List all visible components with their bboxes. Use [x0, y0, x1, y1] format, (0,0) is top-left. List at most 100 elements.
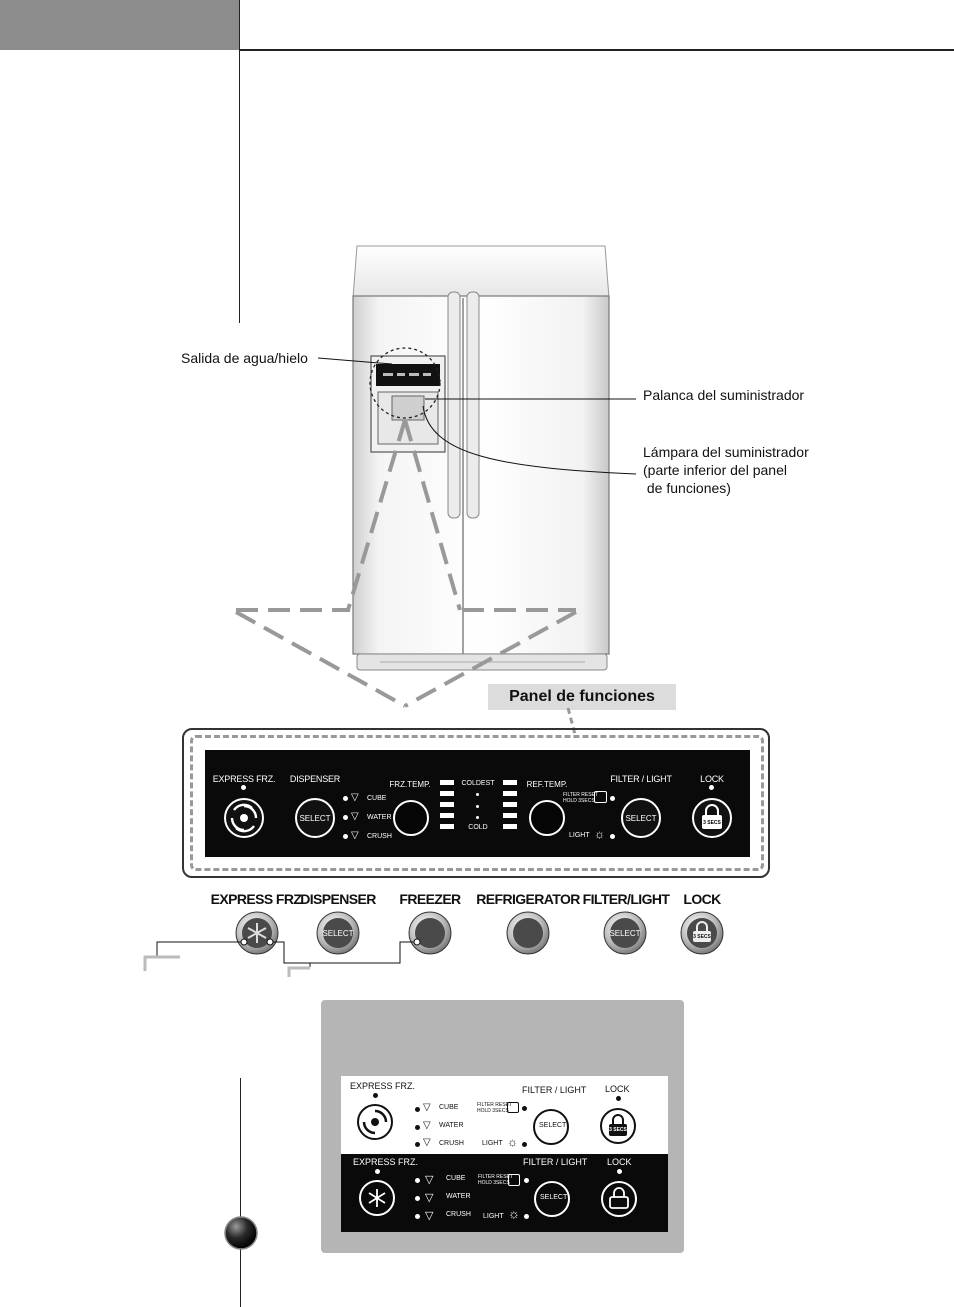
white-water-label: WATER: [439, 1122, 464, 1129]
filter-reset-line-1: FILTER RESET: [563, 792, 598, 798]
white-express-frz-button[interactable]: [355, 1102, 395, 1142]
lock-secs-text: 3 SECS: [693, 934, 711, 940]
temp-dot-2: [476, 805, 479, 808]
frz-temp-bar-3: [440, 802, 454, 807]
black-filter-light-select-button[interactable]: [532, 1179, 572, 1219]
white-filter-indicator: [522, 1106, 527, 1111]
filter-icon: [594, 791, 607, 803]
btn-label-dispenser: DISPENSER: [300, 891, 376, 907]
panel-filter-light-select-text: SELECT: [625, 814, 657, 823]
white-water-indicator: [415, 1125, 420, 1130]
black-filter-reset-1: FILTER RESET: [478, 1174, 513, 1180]
white-panel-variant: EXPRESS FRZ. ▽ CUBE ▽ WATER ▽ CRUSH FILT…: [341, 1076, 668, 1154]
dispenser-button[interactable]: [316, 911, 360, 955]
white-crush-indicator: [415, 1142, 420, 1147]
frz-temp-bar-2: [440, 791, 454, 796]
express-frz-button[interactable]: [235, 911, 279, 955]
control-panel-frame: [182, 728, 770, 878]
panel-dispenser-select-button[interactable]: [293, 796, 337, 840]
btn-label-lock: LOCK: [683, 891, 721, 907]
white-filter-reset-1: FILTER RESET: [477, 1102, 512, 1108]
filter-light-button[interactable]: [603, 911, 647, 955]
black-crush-icon: ▽: [425, 1210, 434, 1222]
black-filter-light-label: FILTER / LIGHT: [523, 1157, 588, 1167]
panel-filter-light-label: FILTER / LIGHT: [610, 774, 672, 784]
btn-label-freezer: FREEZER: [399, 891, 461, 907]
black-filter-reset-2: HOLD 3SECS: [478, 1180, 510, 1186]
white-lock-button[interactable]: [598, 1106, 638, 1146]
panel-express-frz-label: EXPRESS FRZ.: [212, 774, 276, 784]
white-filter-icon: [507, 1102, 519, 1113]
panel-lock-label: LOCK: [700, 774, 724, 784]
fridge-body: [352, 295, 610, 655]
ref-temp-bar-1: [503, 780, 517, 785]
filter-reset-line-2: HOLD 3SECS: [563, 798, 595, 804]
black-express-frz-label: EXPRESS FRZ.: [353, 1157, 419, 1167]
black-water-icon: ▽: [425, 1192, 434, 1204]
lock-padlock-icon: [696, 921, 708, 931]
water-indicator: [343, 815, 348, 820]
black-filter-light-select-text: SELECT: [540, 1194, 568, 1201]
refrigerator-button[interactable]: [506, 911, 550, 955]
white-express-frz-swirl-icon: [362, 1109, 388, 1135]
padlock-icon: [705, 804, 719, 815]
coldest-label: COLDEST: [461, 780, 495, 787]
cold-label: COLD: [468, 824, 488, 831]
white-light-bulb-icon: ☼: [507, 1135, 518, 1149]
btn-label-express-frz: EXPRESS FRZ: [210, 891, 302, 907]
express-frz-swirl-icon: [230, 803, 258, 833]
black-crush-label: CRUSH: [446, 1211, 471, 1218]
white-filter-light-select-button[interactable]: [531, 1107, 571, 1147]
white-filter-light-label: FILTER / LIGHT: [522, 1085, 587, 1095]
header-tab: [0, 0, 239, 50]
temp-dot-1: [476, 793, 479, 796]
white-crush-icon: ▽: [423, 1137, 431, 1148]
freezer-button[interactable]: [408, 911, 452, 955]
frz-temp-bar-4: [440, 813, 454, 818]
lock-button[interactable]: [680, 911, 724, 955]
cube-icon: ▽: [351, 792, 359, 803]
margin-rule-top: [239, 0, 240, 323]
btn-label-refrigerator: REFRIGERATOR: [476, 891, 580, 907]
frz-temp-button[interactable]: [391, 798, 431, 838]
button-row: [143, 911, 724, 977]
black-light-indicator: [524, 1214, 529, 1219]
ref-temp-bar-3: [503, 802, 517, 807]
panel-lock-button[interactable]: [690, 796, 734, 840]
white-express-frz-label: EXPRESS FRZ.: [350, 1081, 416, 1091]
temp-dot-3: [476, 816, 479, 819]
express-frz-snowflake-icon: [247, 923, 267, 943]
crush-label: CRUSH: [367, 833, 392, 840]
black-lock-button[interactable]: [599, 1179, 639, 1219]
ref-temp-bar-2: [503, 791, 517, 796]
white-crush-label: CRUSH: [439, 1140, 464, 1147]
black-express-frz-snowflake-icon: [368, 1189, 386, 1207]
water-label: WATER: [367, 814, 392, 821]
btn-label-filter-light: FILTER/LIGHT: [582, 891, 670, 907]
filter-light-select-text: SELECT: [609, 929, 641, 938]
frz-temp-bar-5: [440, 824, 454, 829]
panel-dispenser-select-text: SELECT: [299, 814, 331, 823]
white-lock-label: LOCK: [605, 1084, 630, 1094]
black-filter-icon: [508, 1174, 520, 1186]
black-express-frz-button[interactable]: [357, 1178, 397, 1218]
white-light-label: LIGHT: [482, 1140, 503, 1147]
crush-icon: ▽: [351, 830, 359, 841]
black-filter-indicator: [524, 1178, 529, 1183]
panel-express-frz-button[interactable]: [222, 796, 266, 840]
crush-indicator: [343, 834, 348, 839]
white-filter-reset-2: HOLD 3SECS: [477, 1108, 509, 1114]
white-padlock-icon: [612, 1114, 624, 1124]
black-express-frz-indicator: [375, 1169, 380, 1174]
black-water-indicator: [415, 1196, 420, 1201]
black-cube-indicator: [415, 1178, 420, 1183]
zoom-circle: [369, 347, 441, 419]
panel-dispenser-label: DISPENSER: [289, 774, 341, 784]
dispenser-select-text: SELECT: [322, 929, 354, 938]
water-icon: ▽: [351, 811, 359, 822]
white-cube-label: CUBE: [439, 1104, 459, 1111]
light-indicator: [610, 834, 615, 839]
black-cube-label: CUBE: [446, 1175, 466, 1182]
ref-temp-button[interactable]: [527, 798, 567, 838]
panel-filter-light-select-button[interactable]: [619, 796, 663, 840]
